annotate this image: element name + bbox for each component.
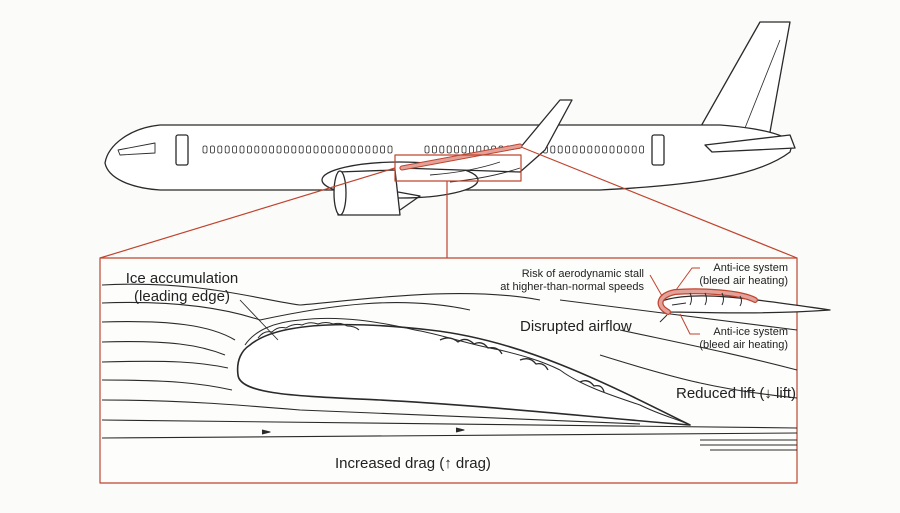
window-icon xyxy=(609,145,615,154)
window-icon xyxy=(446,145,452,154)
anti-ice-top-line1: Anti-ice system xyxy=(713,262,788,274)
window-icon xyxy=(587,145,593,154)
window-icon xyxy=(431,145,437,154)
window-icon xyxy=(217,145,223,154)
window-icon xyxy=(254,145,260,154)
stall-risk-label: Risk of aerodynamic stall at higher-than… xyxy=(500,268,644,294)
window-icon xyxy=(232,145,238,154)
window-icon xyxy=(624,145,630,154)
window-icon xyxy=(320,145,326,154)
reduced-lift-label: Reduced lift (↓ lift) xyxy=(676,385,797,402)
window-icon xyxy=(291,145,297,154)
ice-accumulation-subtitle: (leading edge) xyxy=(134,288,230,305)
window-icon xyxy=(557,145,563,154)
stall-risk-line2: at higher-than-normal speeds xyxy=(500,281,644,293)
anti-ice-bottom-label: Anti-ice system (bleed air heating) xyxy=(680,326,788,352)
window-icon xyxy=(350,145,356,154)
window-icon xyxy=(365,145,371,154)
window-icon xyxy=(594,145,600,154)
window-icon xyxy=(580,145,585,154)
window-icon xyxy=(335,145,341,154)
window-icon xyxy=(209,145,215,154)
window-icon xyxy=(639,145,644,154)
window-icon xyxy=(602,145,607,154)
increased-drag-label: Increased drag (↑ drag) xyxy=(335,455,491,472)
window-icon xyxy=(202,145,208,154)
window-icon xyxy=(224,145,230,154)
ice-accumulation-title: Ice accumulation xyxy=(125,270,239,287)
window-icon xyxy=(387,145,393,154)
window-icon xyxy=(313,145,319,154)
anti-ice-bottom-line1: Anti-ice system xyxy=(713,326,788,338)
window-icon xyxy=(380,145,386,154)
window-icon xyxy=(357,145,363,154)
window-icon xyxy=(572,145,578,154)
window-icon xyxy=(261,145,267,154)
airfoil-iced xyxy=(236,317,691,426)
stall-risk-line1: Risk of aerodynamic stall xyxy=(521,268,644,280)
window-icon xyxy=(454,145,460,154)
ice-accumulation-label: Ice accumulation (leading edge) xyxy=(112,270,252,306)
window-icon xyxy=(246,145,252,154)
window-icon xyxy=(617,145,622,154)
window-icon xyxy=(550,145,556,154)
airfoil-inset xyxy=(657,288,831,323)
window-icon xyxy=(239,145,245,154)
window-icon xyxy=(372,145,378,154)
window-icon xyxy=(565,145,570,154)
window-icon xyxy=(298,145,304,154)
window-icon xyxy=(269,145,275,154)
window-icon xyxy=(631,145,637,154)
window-icon xyxy=(328,145,334,154)
window-icon xyxy=(461,145,467,154)
anti-ice-bottom-line2: (bleed air heating) xyxy=(699,339,788,351)
window-icon xyxy=(424,145,430,154)
window-icon xyxy=(343,145,349,154)
window-icon xyxy=(276,145,282,154)
disrupted-airflow-label: Disrupted airflow xyxy=(520,318,632,335)
window-icon xyxy=(306,145,312,154)
window-icon xyxy=(283,145,289,154)
window-icon xyxy=(439,145,445,154)
anti-ice-top-label: Anti-ice system (bleed air heating) xyxy=(680,262,788,288)
anti-ice-top-line2: (bleed air heating) xyxy=(699,275,788,287)
airplane-illustration xyxy=(104,21,796,216)
